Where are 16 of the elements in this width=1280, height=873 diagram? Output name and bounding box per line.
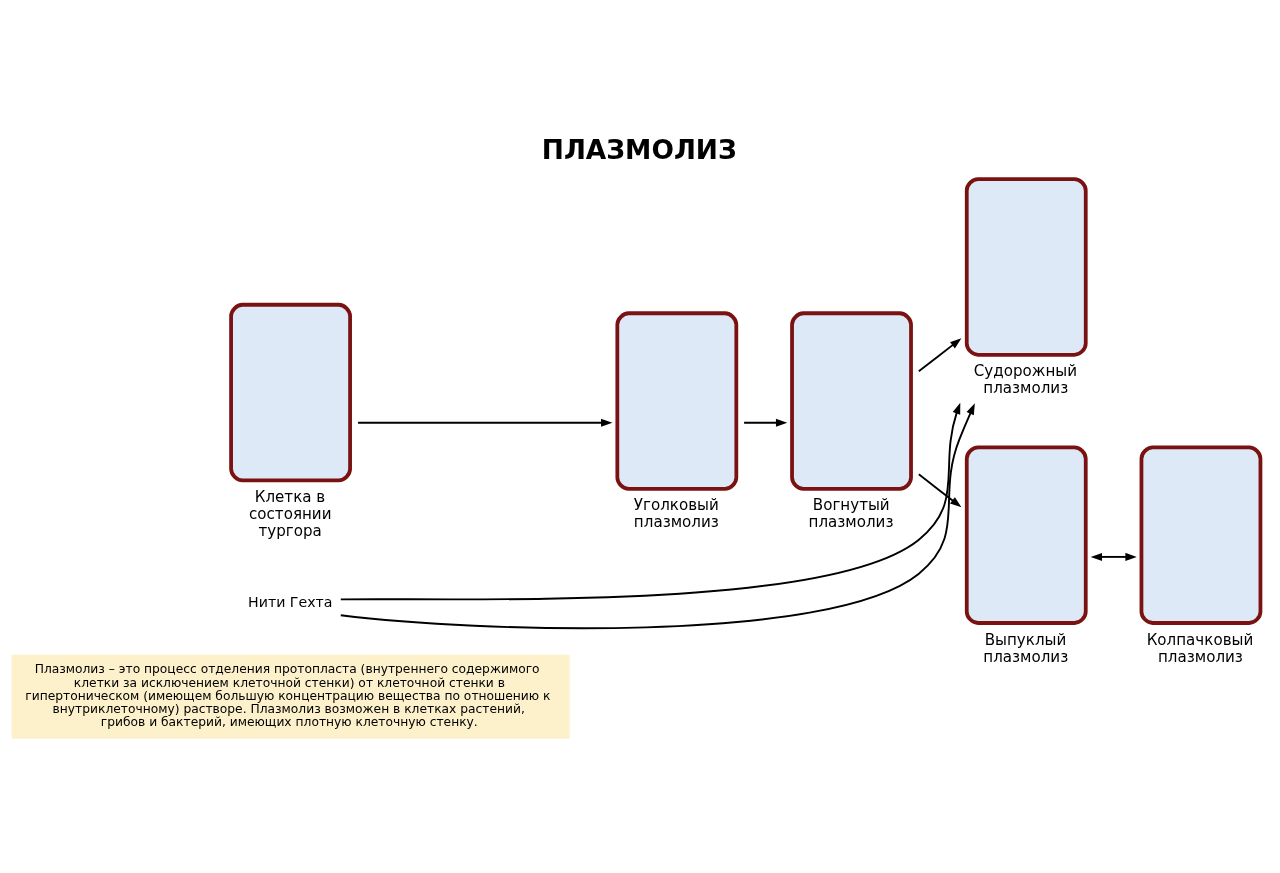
node-label: Вогнутый плазмолиз bbox=[808, 496, 894, 532]
diagram-title: ПЛАЗМОЛИЗ bbox=[541, 133, 737, 165]
arrow bbox=[1090, 552, 1137, 561]
arrow bbox=[339, 402, 961, 601]
node-label: Колпачковый плазмолиз bbox=[1146, 630, 1254, 666]
arrow bbox=[917, 473, 962, 508]
node-box: Плазмолиз – это процесс отделения протопласта (внутреннего содержимого клетки за исключением клеточной стенки) от клеточной стенки в гипертоническом (имеющем большую концентрацию вещества по отношению к внутриклеточному) растворе. Плазмолиз возможен в клетках растений, грибов и бактерий, имеющих плотную клеточную стенку. bbox=[11, 654, 570, 739]
arrow bbox=[339, 403, 975, 630]
arrow bbox=[357, 418, 613, 427]
node-text: Нити Гехта bbox=[248, 594, 333, 611]
node-label: Клетка в состоянии тургора bbox=[249, 487, 332, 540]
arrow bbox=[917, 338, 962, 373]
arrow bbox=[743, 418, 788, 427]
node-label: Судорожный плазмолиз bbox=[973, 362, 1077, 398]
node-label: Уголковый плазмолиз bbox=[633, 496, 719, 532]
node-label: Выпуклый плазмолиз bbox=[983, 630, 1069, 666]
